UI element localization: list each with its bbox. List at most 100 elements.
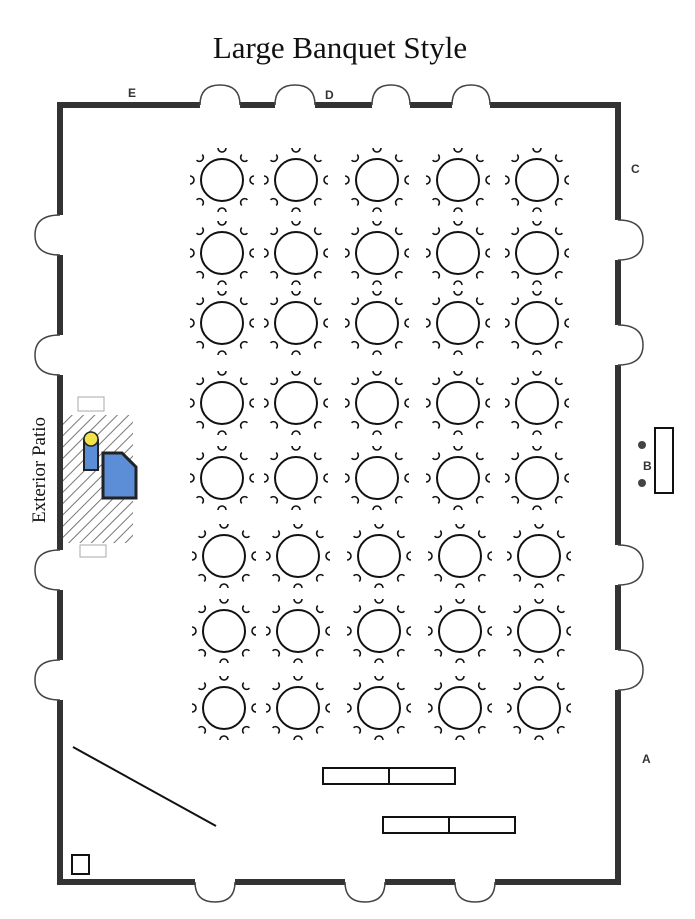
round-table xyxy=(504,290,570,356)
round-table xyxy=(189,220,255,286)
chair xyxy=(455,598,465,604)
chair xyxy=(512,725,522,735)
chair xyxy=(195,197,205,207)
chair xyxy=(431,153,441,163)
chair xyxy=(532,147,542,153)
chair xyxy=(427,703,433,713)
chair xyxy=(271,573,281,583)
chair xyxy=(344,398,350,408)
chair xyxy=(404,318,410,328)
chair xyxy=(556,529,566,539)
chair xyxy=(372,445,382,451)
chair xyxy=(506,703,512,713)
door-label-c: C xyxy=(631,162,640,176)
chair xyxy=(431,270,441,280)
chair xyxy=(394,153,404,163)
chair xyxy=(271,604,281,614)
chair xyxy=(313,197,323,207)
chair xyxy=(269,495,279,505)
chair xyxy=(504,248,510,258)
round-table xyxy=(265,598,331,664)
chair xyxy=(532,207,542,213)
chair xyxy=(241,681,251,691)
chair xyxy=(239,270,249,280)
chair xyxy=(197,725,207,735)
chair xyxy=(315,725,325,735)
chair xyxy=(512,681,522,691)
chair xyxy=(189,175,195,185)
chair xyxy=(485,175,491,185)
chair xyxy=(271,725,281,735)
chair xyxy=(195,270,205,280)
chair xyxy=(485,473,491,483)
chair xyxy=(396,681,406,691)
chair xyxy=(394,495,404,505)
chair xyxy=(425,175,431,185)
chair xyxy=(564,473,570,483)
chair xyxy=(554,451,564,461)
round-table xyxy=(504,370,570,436)
chair xyxy=(313,153,323,163)
chair xyxy=(263,473,269,483)
chair xyxy=(217,220,227,226)
chair xyxy=(556,681,566,691)
round-table xyxy=(344,147,410,213)
round-table xyxy=(263,220,329,286)
chair xyxy=(487,626,493,636)
chair xyxy=(504,318,510,328)
chair xyxy=(396,573,406,583)
chair xyxy=(217,207,227,213)
chair xyxy=(554,495,564,505)
round-table xyxy=(263,147,329,213)
round-table xyxy=(189,370,255,436)
round-table xyxy=(425,445,491,511)
chair xyxy=(554,340,564,350)
chair xyxy=(195,376,205,386)
chair xyxy=(269,451,279,461)
chair xyxy=(291,445,301,451)
chair xyxy=(195,153,205,163)
chair xyxy=(510,340,520,350)
chair xyxy=(197,681,207,691)
chair xyxy=(325,703,331,713)
chair xyxy=(554,226,564,236)
chair xyxy=(534,523,544,529)
chair xyxy=(352,529,362,539)
chair xyxy=(344,248,350,258)
chair xyxy=(313,226,323,236)
chair xyxy=(265,551,271,561)
chair xyxy=(510,420,520,430)
chair xyxy=(556,573,566,583)
chair xyxy=(191,626,197,636)
chair xyxy=(406,551,412,561)
chair xyxy=(313,420,323,430)
chair xyxy=(372,280,382,286)
chair xyxy=(197,573,207,583)
chair xyxy=(350,296,360,306)
chair xyxy=(241,573,251,583)
chair xyxy=(239,226,249,236)
door-label-b: B xyxy=(643,459,652,473)
chair xyxy=(350,495,360,505)
round-table xyxy=(344,445,410,511)
chair xyxy=(566,551,572,561)
chair xyxy=(239,420,249,430)
chair xyxy=(219,735,229,741)
round-table xyxy=(189,147,255,213)
chair xyxy=(510,451,520,461)
chair xyxy=(453,290,463,296)
chair xyxy=(219,658,229,664)
chair xyxy=(269,226,279,236)
chair xyxy=(313,296,323,306)
chair xyxy=(487,551,493,561)
chair xyxy=(556,725,566,735)
round-table xyxy=(191,523,257,589)
chair xyxy=(374,523,384,529)
chair xyxy=(475,270,485,280)
chair xyxy=(394,270,404,280)
chair xyxy=(293,583,303,589)
chair xyxy=(263,398,269,408)
chair xyxy=(219,583,229,589)
round-table xyxy=(189,290,255,356)
chair xyxy=(344,318,350,328)
